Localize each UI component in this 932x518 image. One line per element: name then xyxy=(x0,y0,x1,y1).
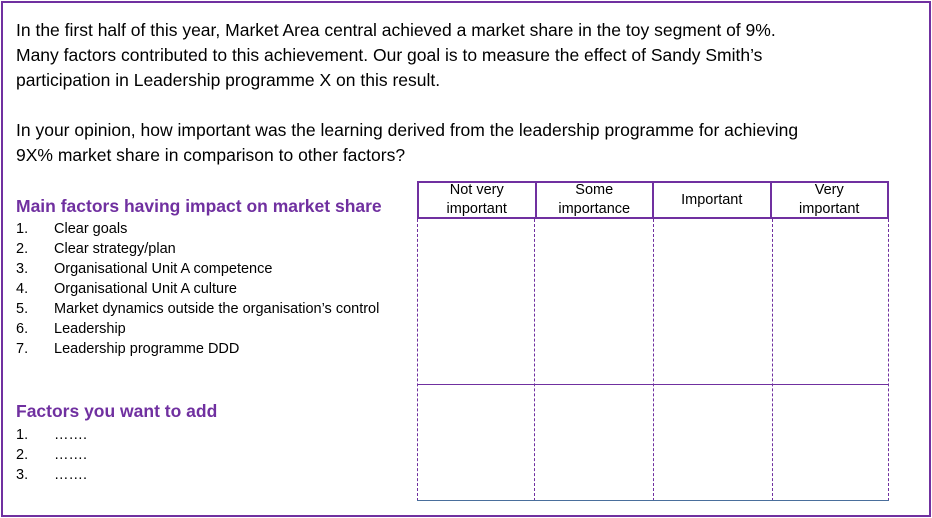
intro-line-5: 9X% market share in comparison to other … xyxy=(16,145,406,165)
added-factors-heading: Factors you want to add xyxy=(16,401,218,421)
column-divider xyxy=(888,219,889,501)
column-divider xyxy=(534,219,535,501)
list-item[interactable]: 2.……. xyxy=(16,447,88,463)
rating-table-body[interactable] xyxy=(417,219,889,501)
column-header-important: Important xyxy=(654,183,772,217)
intro-text: In the first half of this year, Market A… xyxy=(16,18,916,168)
intro-line-4: In your opinion, how important was the l… xyxy=(16,120,799,140)
list-item: 3.Organisational Unit A competence xyxy=(16,261,273,277)
list-item[interactable]: 1.……. xyxy=(16,427,88,443)
intro-line-2: Many factors contributed to this achieve… xyxy=(16,45,763,65)
list-item[interactable]: 3.……. xyxy=(16,467,88,483)
column-divider xyxy=(772,219,773,501)
list-item: 2.Clear strategy/plan xyxy=(16,241,176,257)
section-divider xyxy=(417,384,889,385)
added-factors-list: 1.……. 2.……. 3.……. xyxy=(16,425,87,485)
main-factors-heading: Main factors having impact on market sha… xyxy=(16,196,382,216)
column-divider xyxy=(417,219,418,501)
intro-line-3: participation in Leadership programme X … xyxy=(16,70,441,90)
column-divider xyxy=(653,219,654,501)
intro-line-1: In the first half of this year, Market A… xyxy=(16,20,776,40)
list-item: 7.Leadership programme DDD xyxy=(16,341,240,357)
table-bottom-line xyxy=(417,500,889,501)
list-item: 4.Organisational Unit A culture xyxy=(16,281,237,297)
list-item: 5.Market dynamics outside the organisati… xyxy=(16,301,380,317)
list-item: 1.Clear goals xyxy=(16,221,128,237)
list-item: 6.Leadership xyxy=(16,321,126,337)
main-factors-list: 1.Clear goals 2.Clear strategy/plan 3.Or… xyxy=(16,219,379,359)
